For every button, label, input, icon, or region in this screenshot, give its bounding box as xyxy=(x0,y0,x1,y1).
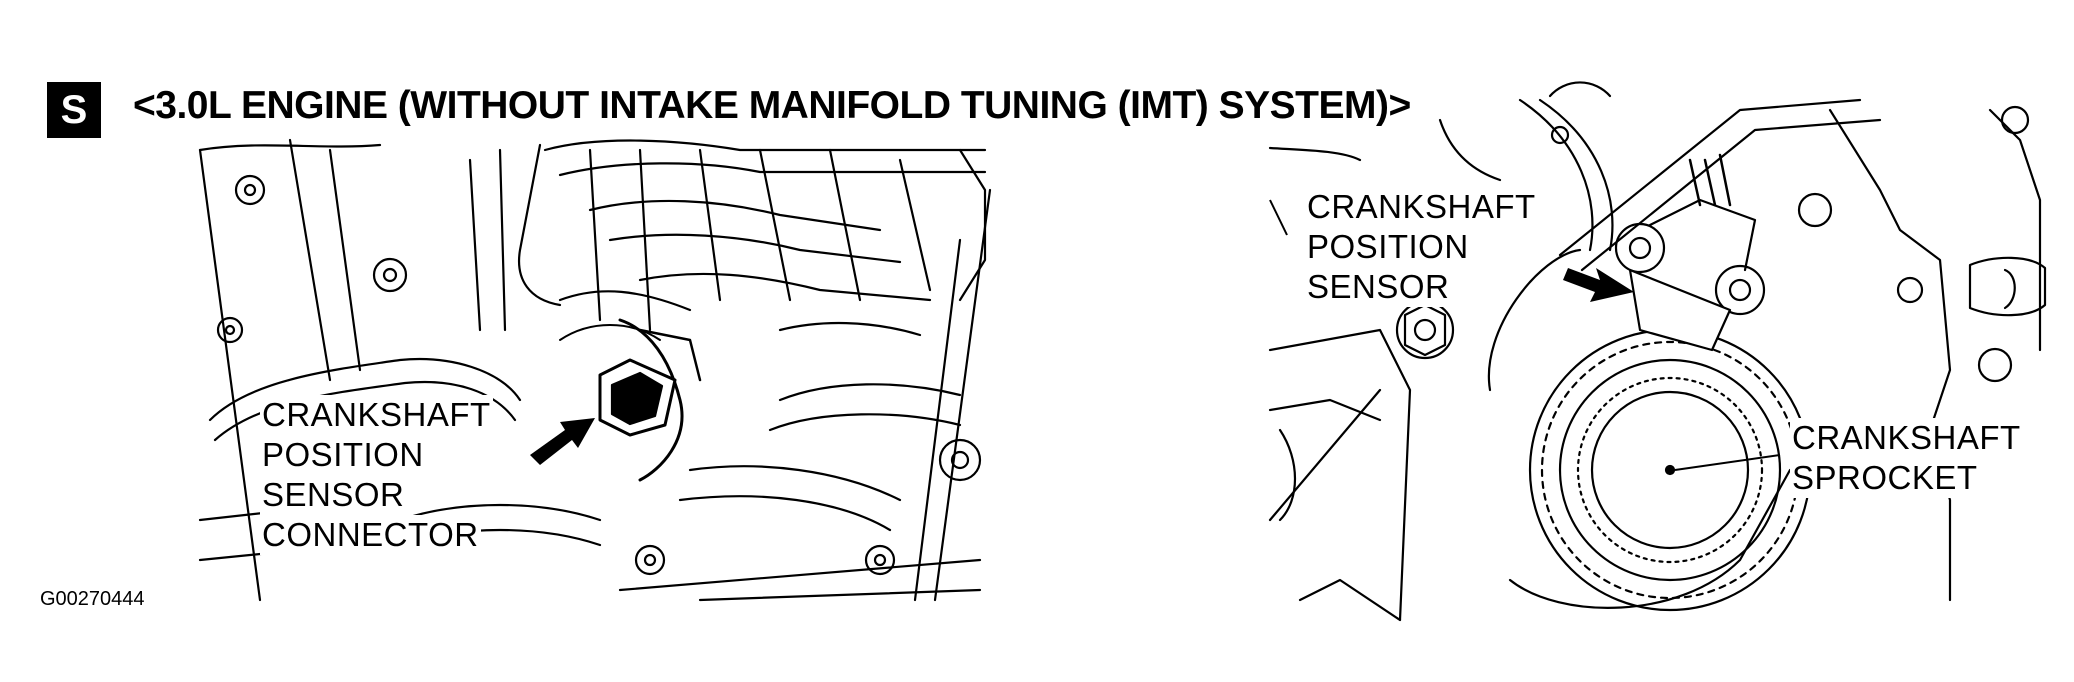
crankshaft-position-sensor-shape xyxy=(1614,153,1766,352)
connector-label-line-1: CRANKSHAFT xyxy=(260,395,493,435)
connector-label-line-4: CONNECTOR xyxy=(260,515,481,555)
right-crank-illustration xyxy=(1268,81,2047,622)
sensor-label-line-2: POSITION xyxy=(1305,227,1471,267)
sprocket-label-line-1: CRANKSHAFT xyxy=(1790,418,2023,458)
arrow-to-sensor-icon xyxy=(1563,268,1634,302)
connector-label-line-3: SENSOR xyxy=(260,475,407,515)
figure-id: G00270444 xyxy=(40,588,145,610)
sensor-leader-line xyxy=(1269,199,1288,236)
connector-label-line-2: POSITION xyxy=(260,435,426,475)
sprocket-leader-line xyxy=(1674,454,1781,471)
sprocket-label: CRANKSHAFT SPROCKET xyxy=(1790,418,2023,498)
sensor-label-line-3: SENSOR xyxy=(1305,267,1452,307)
arrow-to-connector-icon xyxy=(530,418,595,465)
connector-label: CRANKSHAFT POSITION SENSOR CONNECTOR xyxy=(260,395,493,555)
page-title: <3.0L ENGINE (WITHOUT INTAKE MANIFOLD TU… xyxy=(133,84,1411,127)
sensor-label-line-1: CRANKSHAFT xyxy=(1305,187,1538,227)
section-badge: S xyxy=(47,82,101,138)
left-engine-illustration xyxy=(198,138,992,602)
sensor-connector-shape xyxy=(598,328,702,437)
sensor-label: CRANKSHAFT POSITION SENSOR xyxy=(1305,187,1538,307)
sprocket-label-line-2: SPROCKET xyxy=(1790,458,1980,498)
